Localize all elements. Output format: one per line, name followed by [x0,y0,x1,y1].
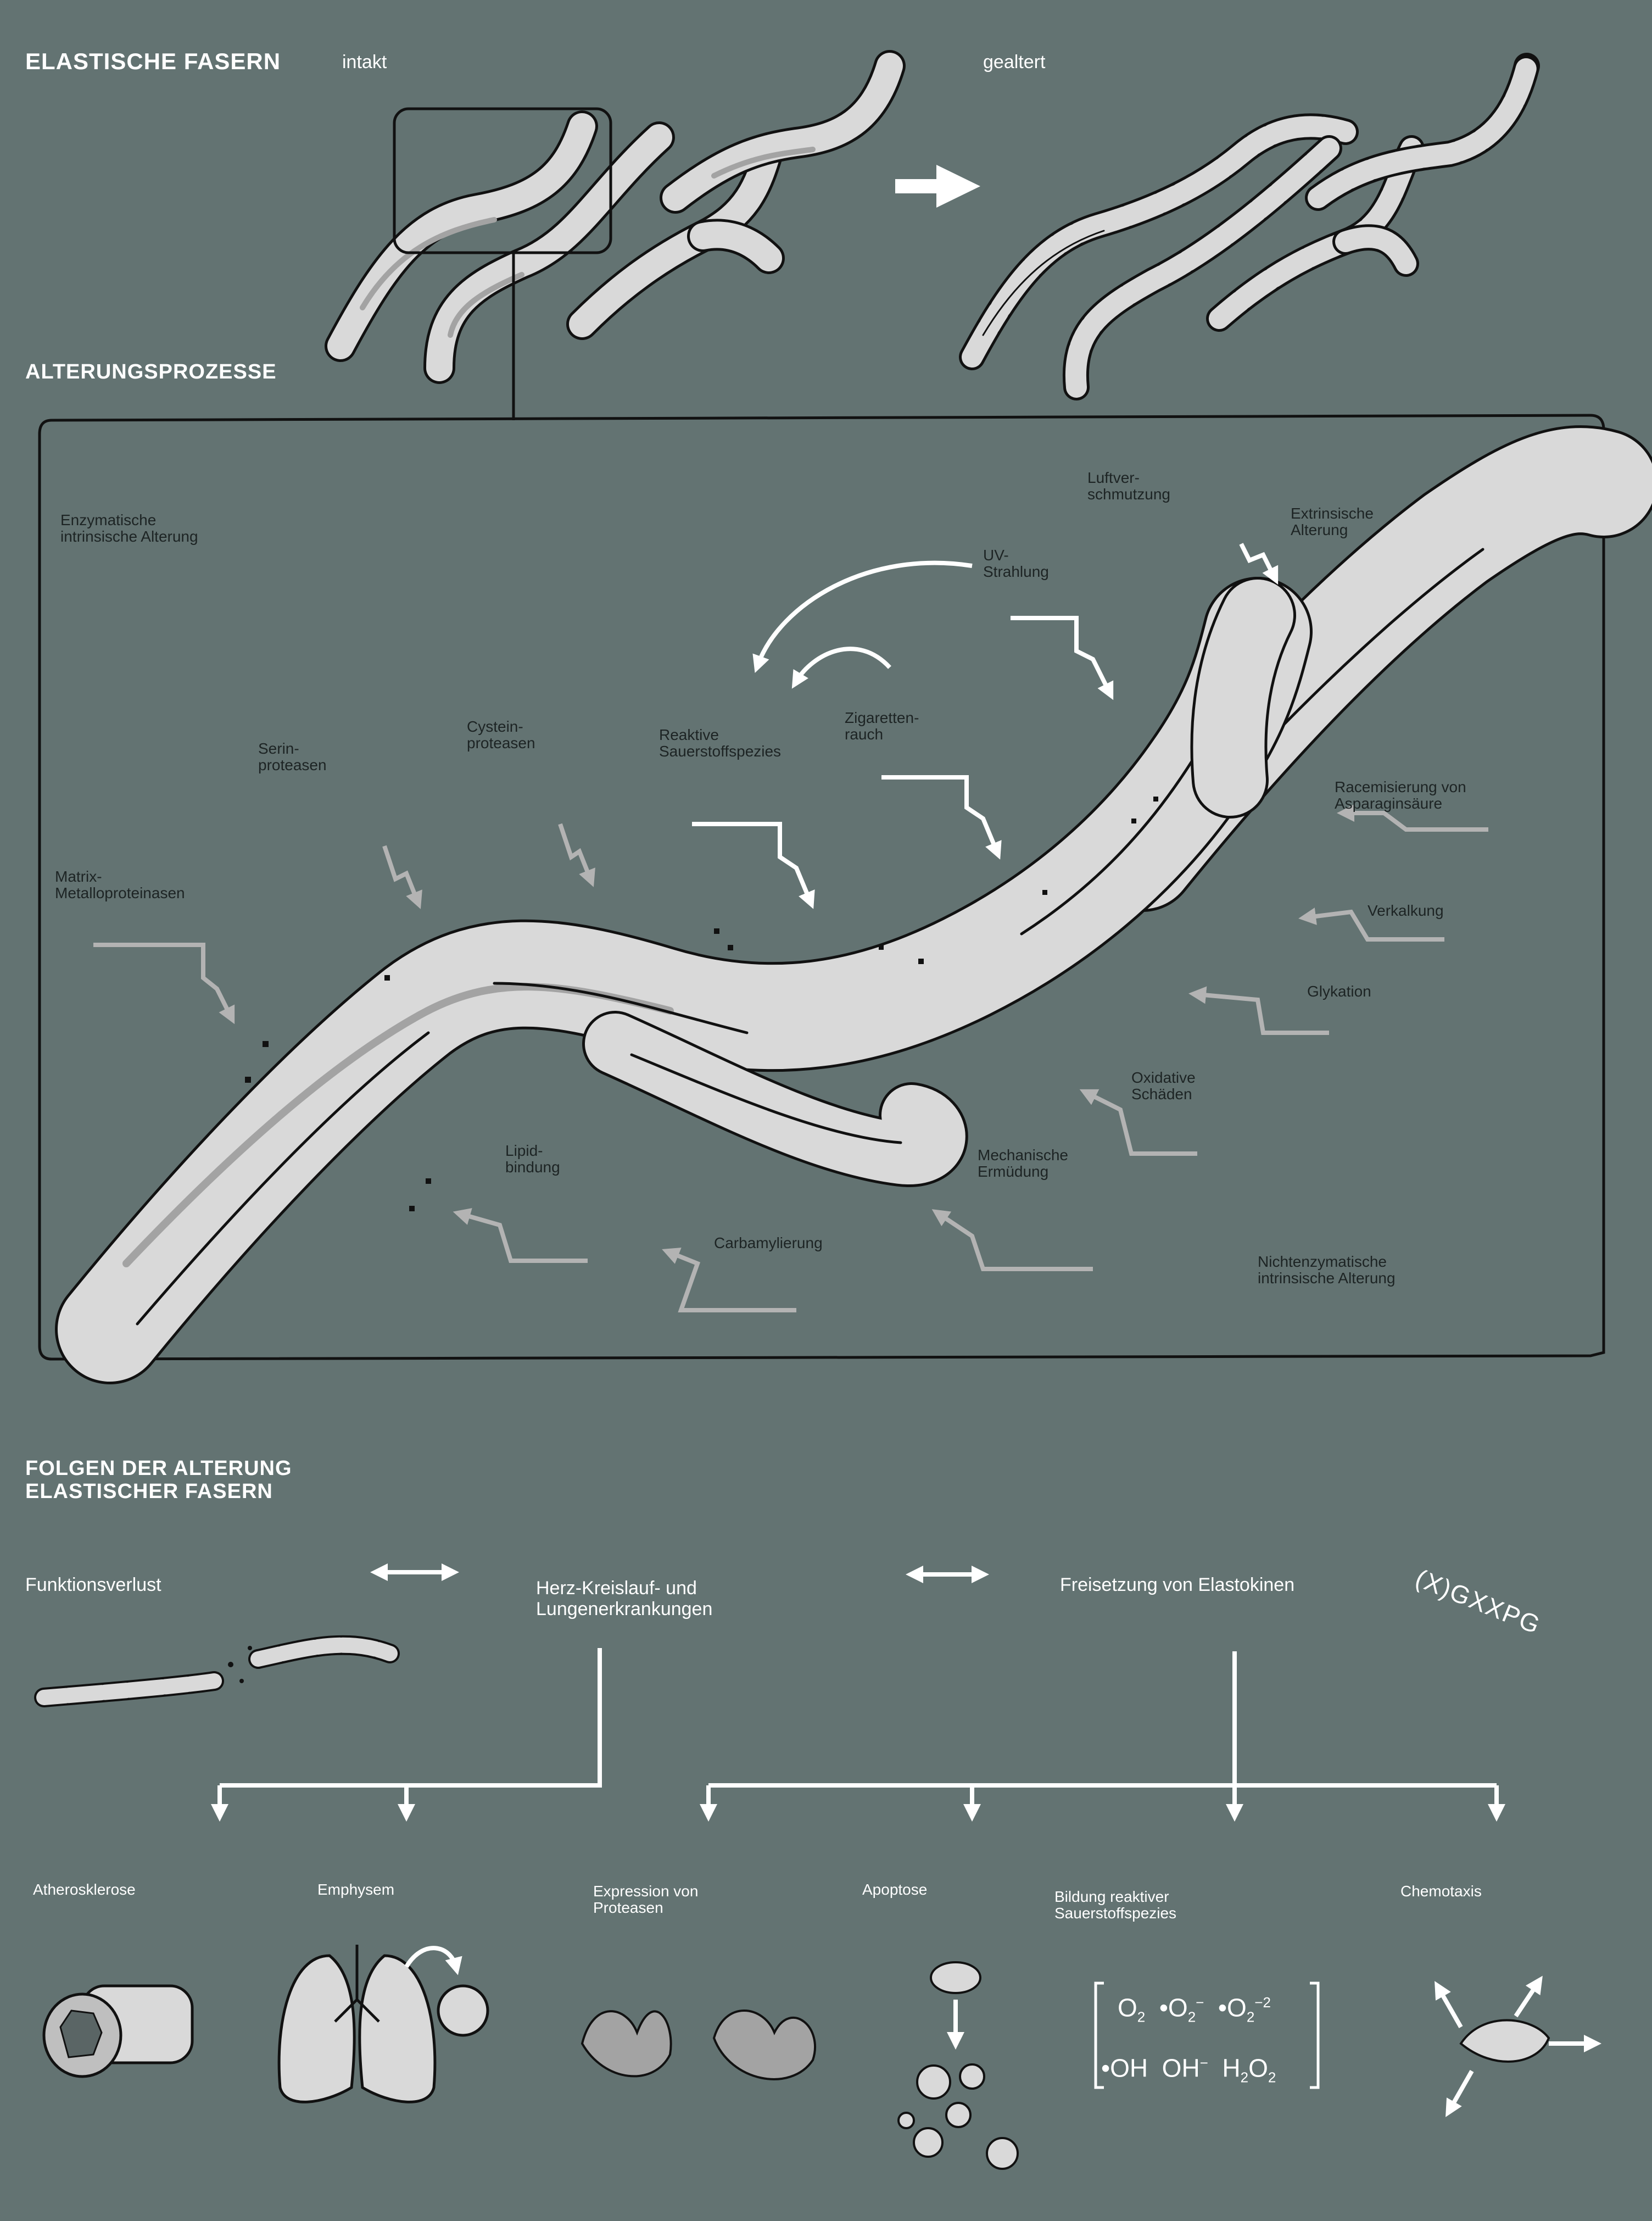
tree-connectors [211,1648,1505,1822]
intact-fiber [660,50,906,214]
ros-hydroxyl-radical: •OH [1101,2053,1148,2083]
extrinsic-arrows [692,543,1279,909]
ros-brackets [1094,1981,1320,2089]
ros-row-2: •OH OH− H2O2 [1101,2053,1276,2086]
aged-fiber [959,113,1359,370]
label-air-pollution: Luftver- schmutzung [1087,469,1170,503]
ros-zigzag-arrow [881,775,1002,860]
label-atherosclerosis: Atherosklerose [33,1881,136,1898]
label-elastokines: Freisetzung von Elastokinen [1060,1574,1295,1595]
label-serine: Serin- proteasen [258,740,327,773]
magnifier-box [393,107,612,254]
broken-fiber [34,1635,400,1707]
label-cysteine: Cystein- proteasen [467,718,535,752]
label-protease-expression: Expression von Proteasen [593,1883,699,1916]
aged-fiber [1062,135,1342,400]
label-enzymatic: Enzymatische intrinsische Alterung [60,511,198,545]
smoke-curved-arrow [791,647,891,689]
label-calcification: Verkalkung [1368,902,1444,919]
label-uv: UV- Strahlung [983,547,1049,580]
title-aging-processes: ALTERUNGSPROZESSE [25,360,277,383]
chemotaxis-icon [1435,1975,1601,2117]
aged-fiber [1305,53,1540,211]
intact-fiber [325,110,598,362]
apoptosis-icon [897,1961,1019,2170]
label-mechanical: Mechanische Ermüdung [978,1146,1068,1180]
carbamylation-arrow [662,1248,796,1312]
aging-arrow [895,165,980,208]
mmp-arrow [93,943,235,1025]
label-intact: intakt [342,52,387,73]
calcification-arrow [1298,908,1444,942]
label-smoke: Zigaretten- rauch [845,709,919,743]
aged-fiber [1206,135,1425,332]
label-aged: gealtert [983,52,1046,73]
racemization-arrow [1337,804,1488,832]
label-mmp: Matrix- Metalloproteinasen [55,868,185,901]
ros-row-1: O2 •O2− •O2−2 [1118,1993,1271,2025]
double-arrows [370,1563,989,1583]
protease-icon [581,2010,816,2080]
aged-fibers [959,53,1540,400]
label-carbamylation: Carbamylierung [714,1234,823,1251]
ros-o2: O [1118,1993,1137,2022]
label-apoptosis: Apoptose [862,1881,928,1898]
uv-zigzag-arrow [1011,616,1114,700]
label-ros-formation: Bildung reaktiver Sauerstoffspezies [1054,1888,1177,1922]
label-function-loss: Funktionsverlust [25,1574,161,1595]
lipid-arrow [453,1208,588,1263]
process-panel-frame [38,414,1605,1361]
serine-arrow [382,845,422,909]
label-chemotaxis: Chemotaxis [1400,1883,1482,1900]
title-consequences: FOLGEN DER ALTERUNG ELASTISCHER FASERN [25,1457,292,1503]
label-emphysema: Emphysem [317,1881,395,1898]
glycation-arrow [1188,986,1329,1035]
title-elastic-fibers: ELASTISCHE FASERN [25,48,281,74]
ros-hydroxide: OH [1162,2053,1200,2083]
intact-fiber [423,121,675,384]
large-fiber [55,425,1652,1384]
intact-fibers [325,50,906,384]
ros-zigzag-arrow-2 [692,822,815,909]
mechanical-arrow [931,1209,1093,1271]
cysteine-arrow [558,823,595,887]
label-racemization: Racemisierung von Asparaginsäure [1335,778,1466,812]
ros-peroxide: •O [1218,1993,1247,2022]
label-extrinsic: Extrinsische Alterung [1291,505,1374,538]
label-lipid: Lipid- bindung [505,1142,560,1176]
oxidative-arrow [1079,1089,1197,1156]
vessel-icon [42,1984,194,2078]
label-ros: Reaktive Sauerstoffspezies [659,726,782,760]
label-oxidative: Oxidative Schäden [1131,1069,1196,1103]
label-nonenzymatic: Nichtenzymatische intrinsische Alterung [1258,1253,1396,1287]
lungs-icon [277,1945,489,2103]
ros-superoxide: •O [1159,1993,1188,2022]
ros-hydrogen-peroxide: H [1222,2053,1241,2083]
uv-curved-arrow [752,560,973,673]
intrinsic-arrows [93,804,1488,1312]
intact-fiber [566,132,785,340]
label-glycation: Glykation [1307,983,1371,1000]
label-cardio: Herz-Kreislauf- und Lungenerkrankungen [536,1578,713,1619]
damage-specks [245,797,1158,1211]
extrinsic-bolt [1239,543,1279,585]
